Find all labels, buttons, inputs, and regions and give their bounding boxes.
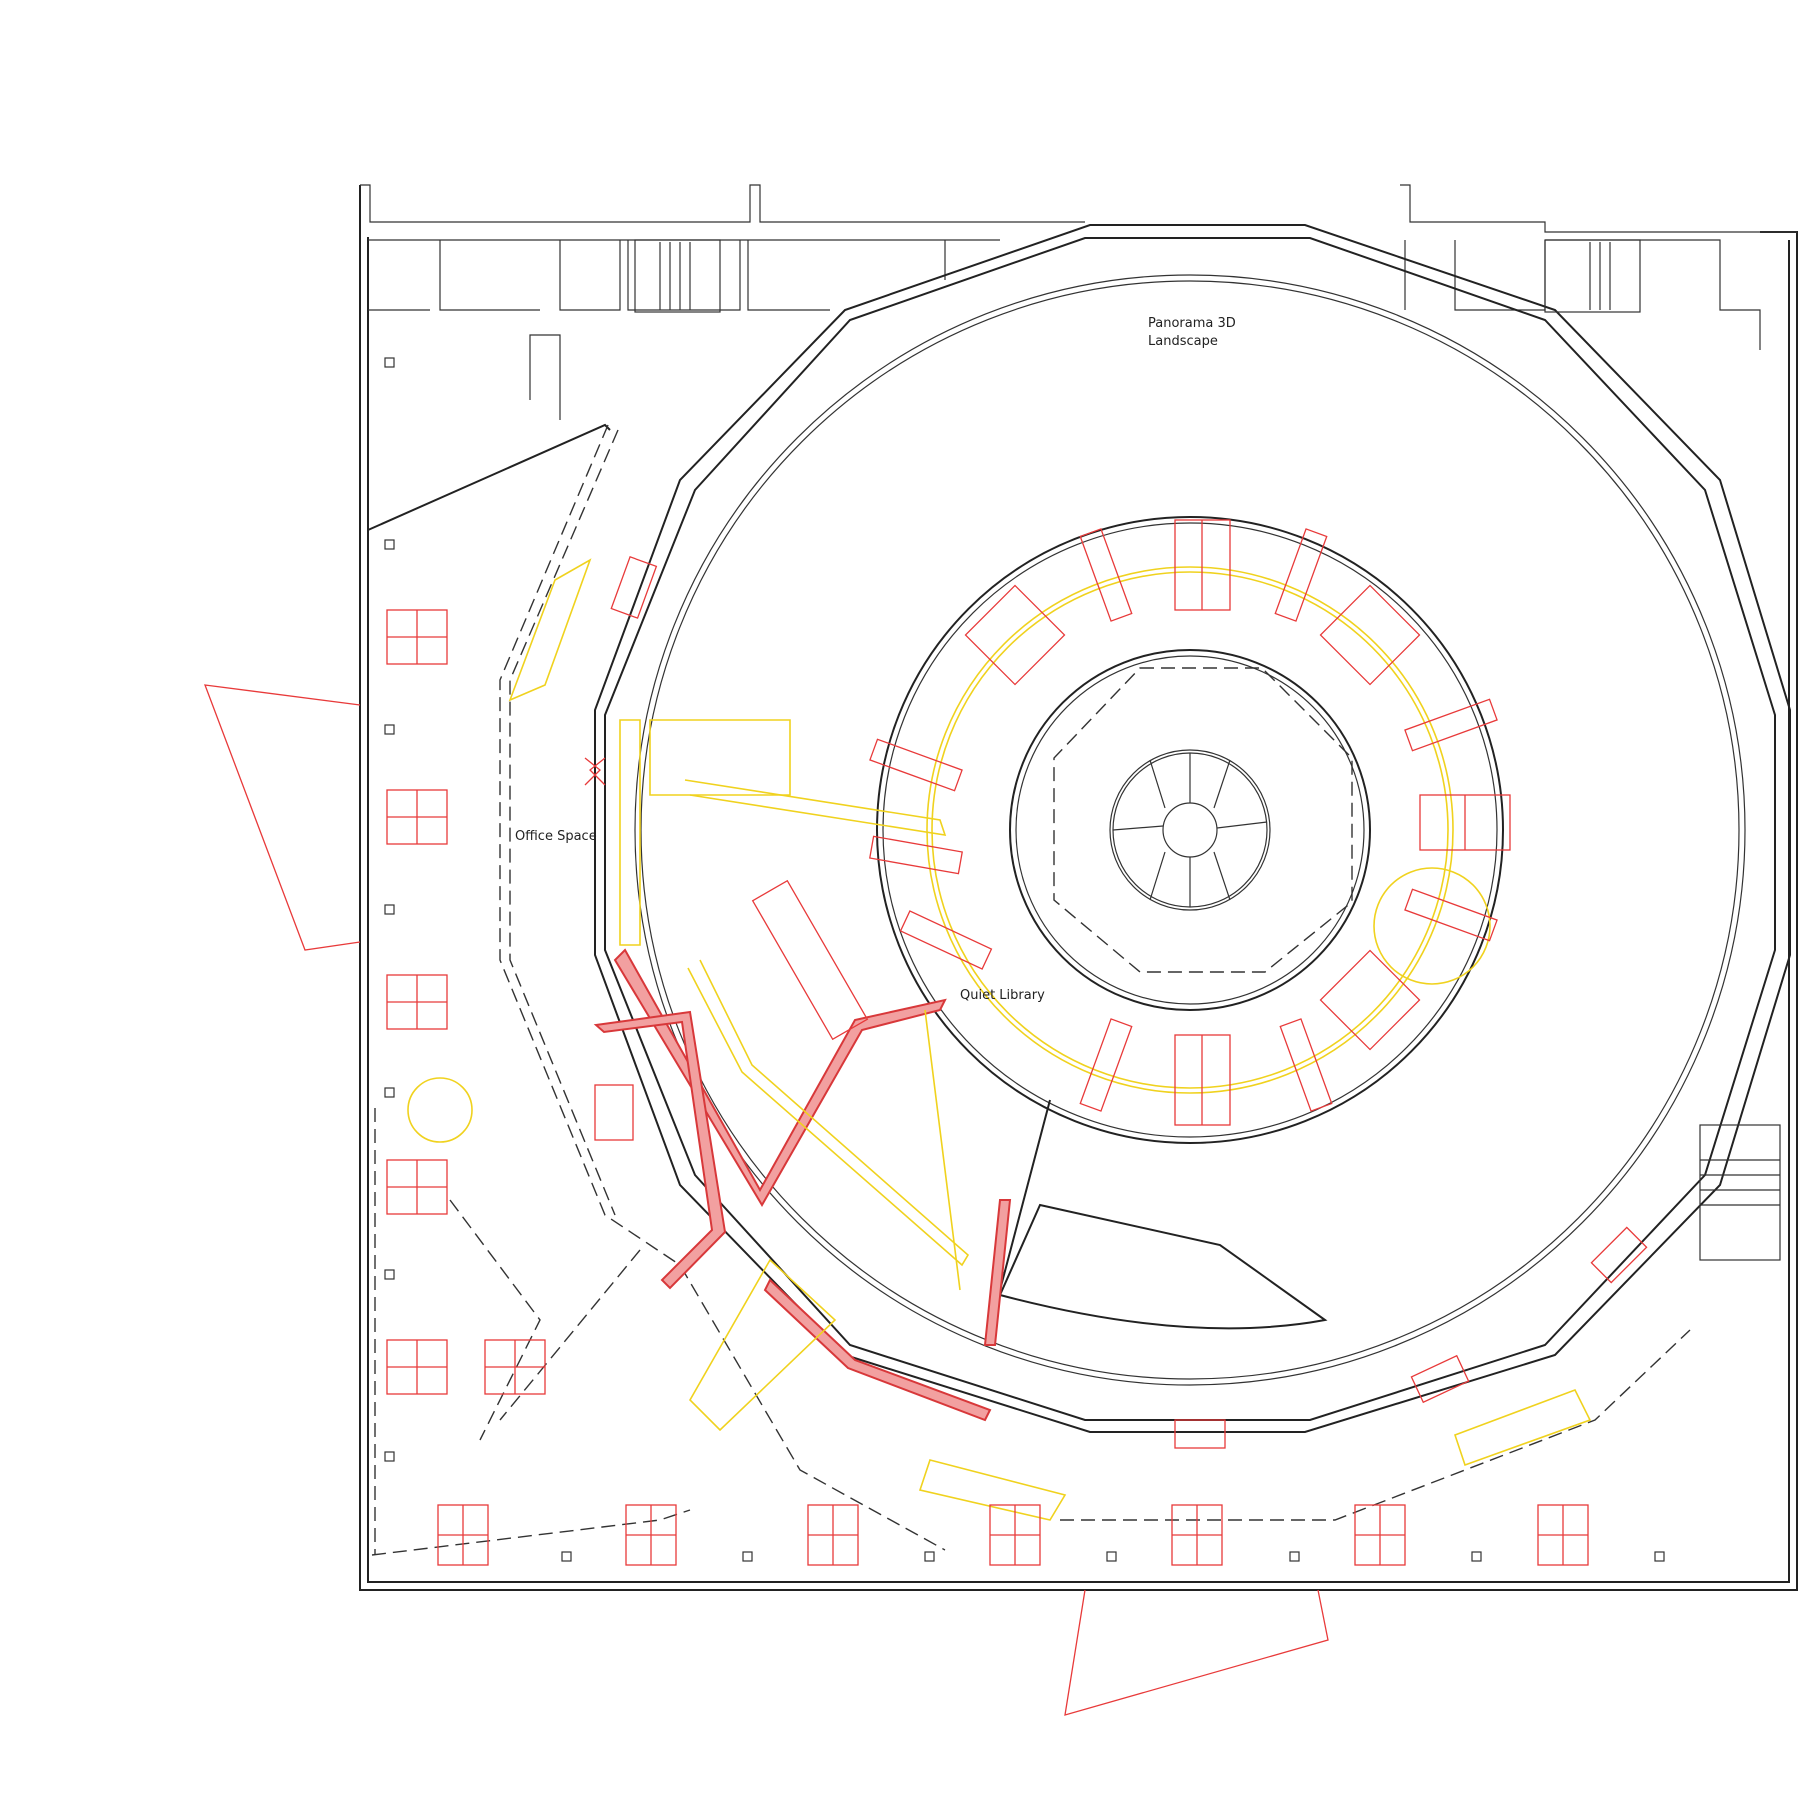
columns [384,357,1665,1562]
label-panorama-line2: Landscape [1148,334,1218,349]
stair-cores [634,239,1781,1261]
stairs-ramps [407,558,1592,1521]
building-envelope [359,184,1798,1591]
label-quiet-library: Quiet Library [960,988,1045,1003]
furniture [204,519,1648,1716]
library-ring [876,516,1504,1144]
label-panorama-line1: Panorama 3D [1148,316,1236,331]
new-walls [593,948,1012,1422]
label-panorama: Panorama 3D Landscape [1148,315,1236,351]
lower-crescent [998,1099,1328,1330]
label-office-space: Office Space [515,829,597,844]
panorama-drum [594,224,1791,1433]
